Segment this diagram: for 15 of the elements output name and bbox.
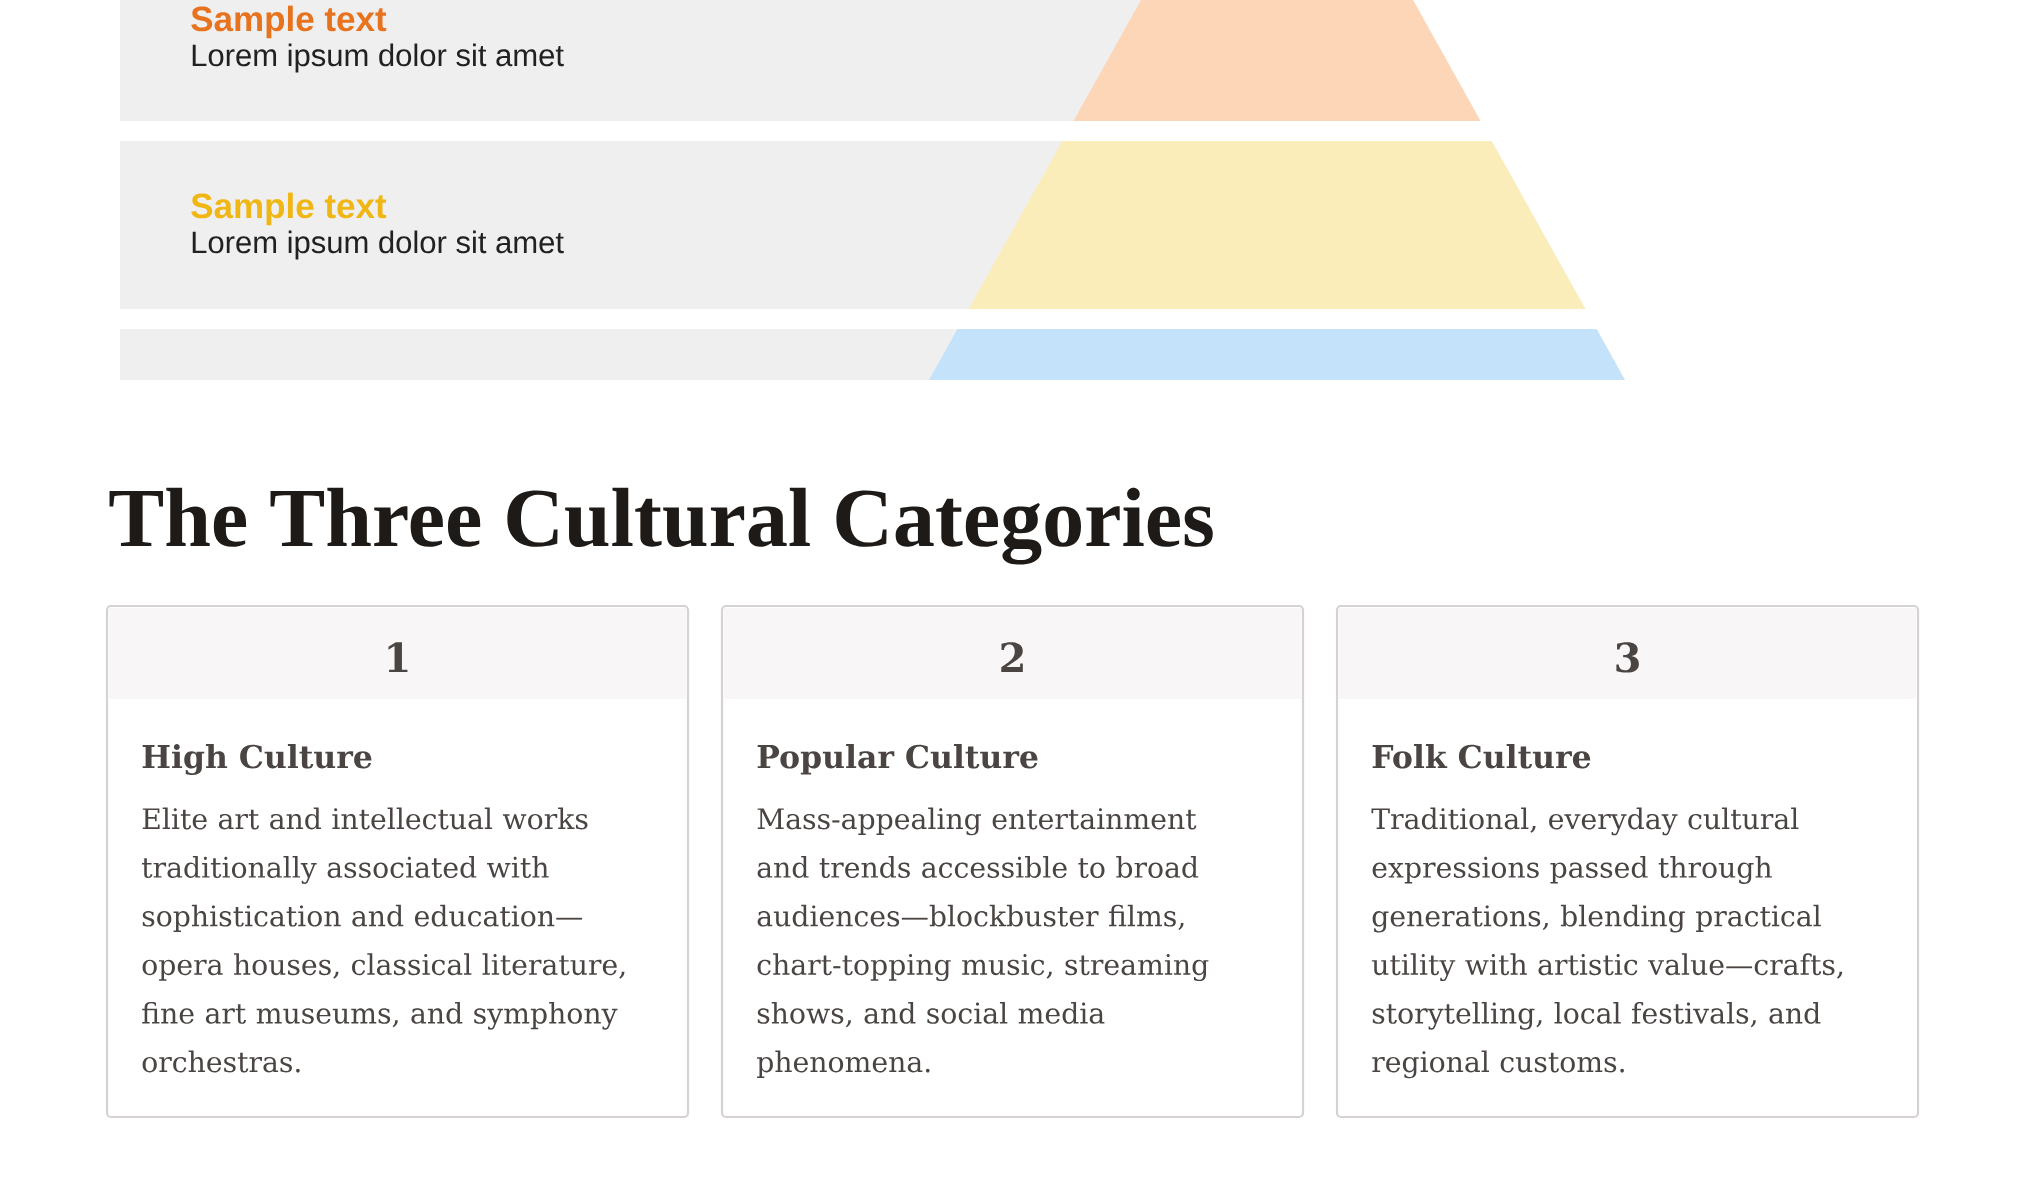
band-heading: Sample text [191, 192, 387, 226]
card-header: 3 [1339, 608, 1916, 699]
card-text: Traditional, everyday cultural expressions passed through generations, blending practical utility with artistic value—crafts, storytelling, local festivals, and regional customs. [1371, 807, 1843, 1079]
band [120, 329, 1625, 380]
band-heading: Sample text [191, 5, 387, 39]
band-text: Lorem ipsum dolor sit amet [192, 230, 564, 260]
band-text: Lorem ipsum dolor sit amet [192, 43, 564, 73]
card-header: 2 [724, 608, 1301, 699]
title: The Three Cultural Categories [109, 487, 1213, 565]
card-text: Elite art and intellectual works traditionally associated with sophistication and education—opera houses, classical literature, fine art museums, and symphony orchestras. [142, 807, 625, 1073]
card-heading: High Culture [142, 744, 372, 775]
card-heading: Popular Culture [757, 744, 1038, 775]
card-heading: Folk Culture [1372, 744, 1591, 769]
card-text: Mass-appealing entertainment and trends accessible to broad audiences—blockbuster films, chart-topping music, streaming shows, and social media phenomena. [757, 807, 1209, 1078]
card-header: 1 [109, 608, 686, 699]
